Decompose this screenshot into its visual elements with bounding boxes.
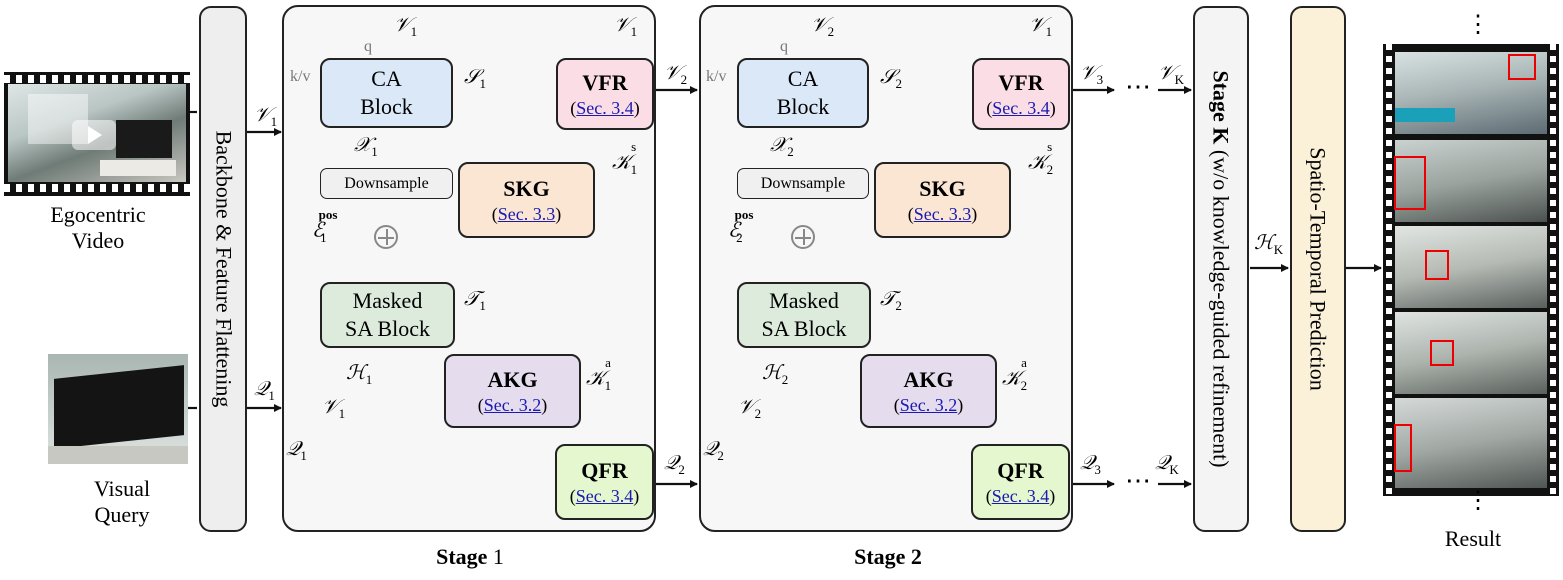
stage1-ka-label: 𝒦1a (586, 355, 612, 393)
stage1-masked-sa-block: Masked SA Block (320, 282, 455, 348)
stage2-akg-block: AKG (Sec. 3.2) (860, 354, 997, 428)
label-qk: 𝒬K (1155, 452, 1179, 477)
stage1-akg-block: AKG (Sec. 3.2) (444, 354, 581, 428)
backbone-bar: Backbone & Feature Flattening (199, 6, 247, 532)
stage2-ka-label: 𝒦2a (1002, 355, 1028, 393)
result-dots-bottom: ⋮ (1466, 488, 1490, 514)
play-icon (88, 126, 102, 144)
result-dots-top: ⋮ (1466, 12, 1490, 38)
stage2-vfr-block: VFR (Sec. 3.4) (972, 58, 1070, 130)
stage1-ca-block: CA Block (320, 58, 453, 128)
visual-query-image (48, 354, 188, 464)
label-q1-in: 𝒬1 (254, 378, 275, 403)
stage2-skg-title: SKG (919, 176, 966, 201)
stage2-q3-out: 𝒬3 (1080, 452, 1101, 477)
result-frame-3 (1395, 226, 1547, 308)
stage2-ks-label: 𝒦2s (1028, 139, 1054, 177)
result-box-2 (1394, 156, 1426, 210)
stage1-add-icon (374, 225, 398, 249)
result-frame-1 (1395, 52, 1547, 134)
stage-k-bar: Stage K (w/o knowledge-guided refinement… (1193, 6, 1249, 532)
stage2-skg-block: SKG (Sec. 3.3) (874, 162, 1011, 238)
stage2-add-icon (791, 225, 815, 249)
label-v1-in: 𝒱1 (254, 104, 278, 129)
stage1-skg-block: SKG (Sec. 3.3) (458, 162, 595, 238)
backbone-label: Backbone & Feature Flattening (211, 130, 237, 408)
result-box-1 (1508, 54, 1536, 80)
stage1-skg-ref: (Sec. 3.3) (491, 204, 562, 224)
stage1-q2-out: 𝒬2 (664, 452, 685, 477)
label-vk: 𝒱K (1158, 62, 1185, 87)
stage2-qfr-title: QFR (997, 458, 1044, 483)
result-label: Result (1444, 526, 1502, 551)
stage2-vfr-title: VFR (998, 70, 1044, 95)
stage2-s2-label: 𝒮2 (880, 66, 902, 91)
stage2-h2-label: ℋ2 (762, 362, 789, 387)
ellipsis-v: ⋯ (1125, 72, 1151, 101)
stage2-v2-akg: 𝒱2 (738, 396, 762, 421)
prediction-label: Spatio-Temporal Prediction (1306, 147, 1331, 391)
label-hk: ℋK (1254, 232, 1284, 257)
stage1-akg-ref: (Sec. 3.2) (477, 395, 548, 415)
video-thumbnail (8, 84, 186, 182)
ellipsis-q: ⋯ (1125, 466, 1151, 495)
stage1-kv-input: k/v (290, 68, 311, 85)
stage1-skg-title: SKG (503, 176, 550, 201)
stage2-v3-out: 𝒱3 (1080, 62, 1104, 87)
stage2-akg-ref: (Sec. 3.2) (893, 395, 964, 415)
stage1-v1-vfr: 𝒱1 (614, 14, 638, 39)
stage1-q1-inner: 𝒬1 (286, 438, 307, 463)
stage2-t2-label: 𝒯2 (880, 288, 902, 313)
stage2-downsample: Downsample (737, 168, 869, 199)
stage2-v2-top: 𝒱2 (811, 14, 835, 39)
result-frame-4 (1395, 312, 1547, 394)
stage1-qfr-title: QFR (581, 458, 628, 483)
video-film-border-bottom (4, 184, 190, 192)
query-label: Visual Query (93, 476, 151, 527)
stage2-skg-ref: (Sec. 3.3) (907, 204, 978, 224)
stage1-ks-label: 𝒦1s (612, 139, 638, 177)
result-box-5 (1394, 424, 1412, 472)
stage1-qfr-ref: (Sec. 3.4) (569, 486, 640, 506)
stage2-q2-inner: 𝒬2 (703, 438, 724, 463)
stage2-akg-title: AKG (903, 367, 954, 392)
stage1-h1-label: ℋ1 (346, 362, 373, 387)
video-label: Egocentric Video (50, 202, 146, 253)
stage1-title: Stage 1 (436, 544, 504, 569)
stage2-x2-label: 𝒳2 (770, 134, 794, 159)
stage1-vfr-block: VFR (Sec. 3.4) (556, 58, 654, 130)
stage2-ca-block: CA Block (737, 58, 869, 128)
stage2-qfr-block: QFR (Sec. 3.4) (971, 444, 1070, 520)
stage2-title: Stage 2 (854, 544, 922, 569)
stage2-qfr-ref: (Sec. 3.4) (985, 486, 1056, 506)
stage1-vfr-ref: (Sec. 3.4) (570, 98, 640, 118)
stage2-v1-vfr: 𝒱1 (1029, 14, 1053, 39)
stage1-epos-label: ℰ1pos (312, 207, 338, 245)
stage1-x1-label: 𝒳1 (354, 134, 378, 159)
stage1-qfr-block: QFR (Sec. 3.4) (555, 444, 654, 520)
stage1-v2-out: 𝒱2 (664, 62, 688, 87)
stage1-downsample: Downsample (320, 168, 453, 199)
result-box-4 (1430, 340, 1454, 366)
stage2-epos-label: ℰ2pos (728, 207, 754, 245)
stage-k-label: Stage K (w/o knowledge-guided refinement… (1209, 70, 1234, 468)
stage1-v1-top: 𝒱1 (394, 14, 418, 39)
stage1-t1-label: 𝒯1 (464, 288, 486, 313)
stage1-akg-title: AKG (487, 367, 538, 392)
result-box-3 (1425, 250, 1449, 280)
stage1-s1-label: 𝒮1 (464, 66, 486, 91)
stage1-vfr-title: VFR (582, 70, 628, 95)
stage1-v1-akg: 𝒱1 (322, 396, 346, 421)
stage1-q-input: q (364, 38, 372, 55)
prediction-bar: Spatio-Temporal Prediction (1290, 6, 1346, 532)
stage2-kv-input: k/v (706, 68, 727, 85)
stage2-vfr-ref: (Sec. 3.4) (986, 98, 1056, 118)
stage2-masked-sa-block: Masked SA Block (737, 282, 871, 348)
stage2-q-input: q (780, 38, 788, 55)
result-frame-5 (1395, 398, 1547, 488)
